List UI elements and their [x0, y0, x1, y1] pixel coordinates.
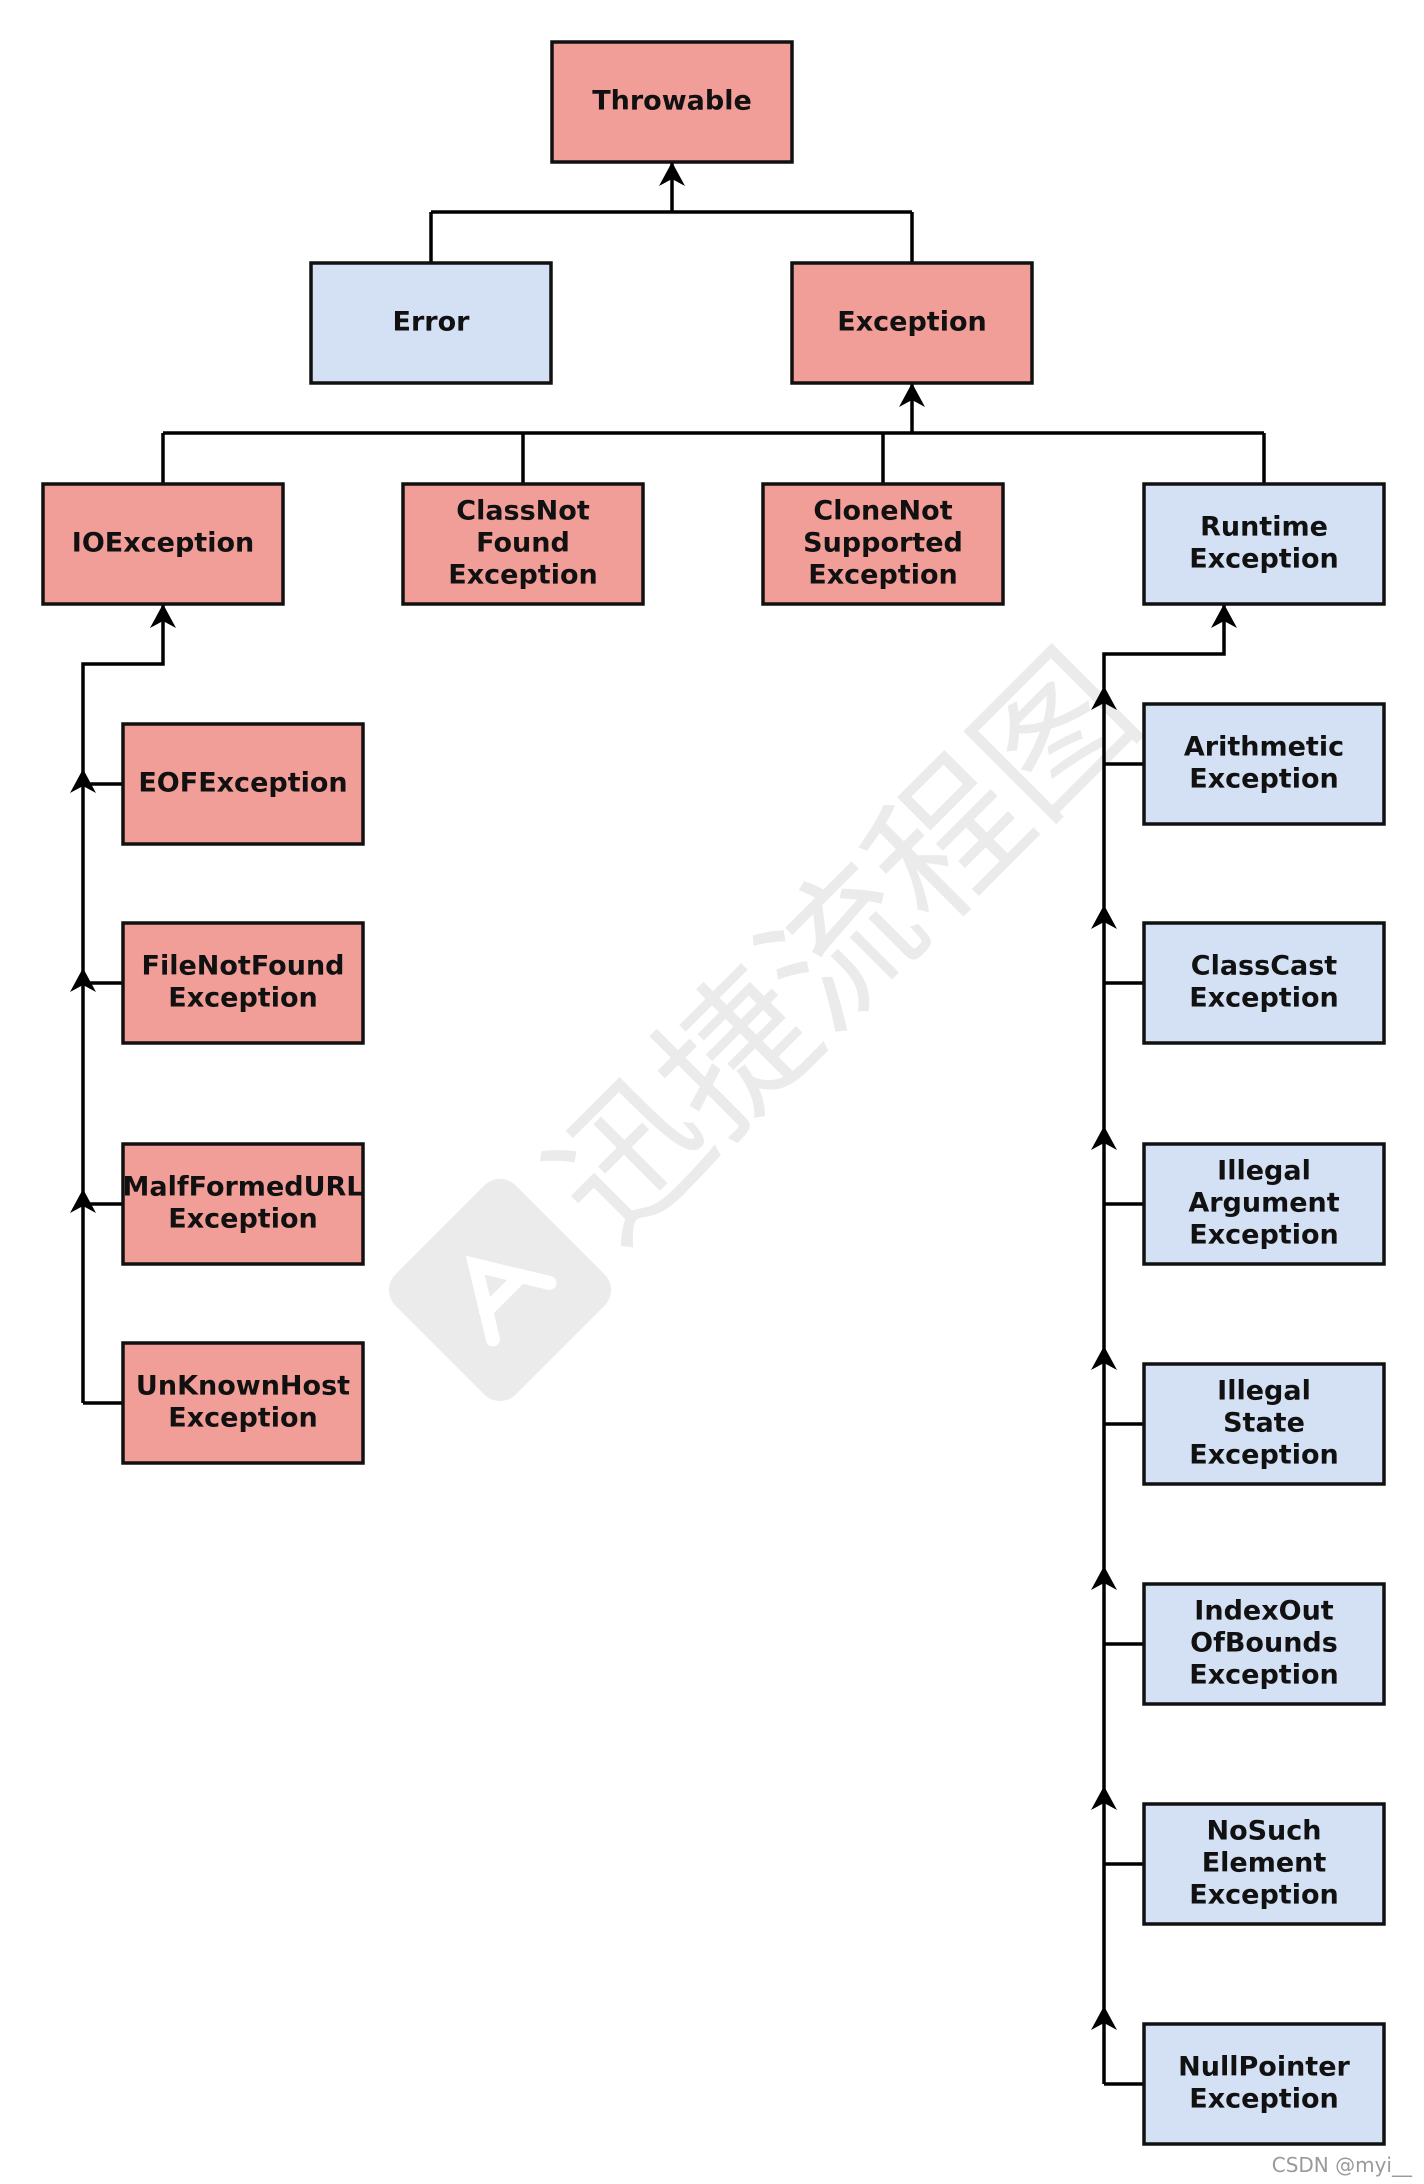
- node-label: Exception: [1189, 544, 1338, 575]
- node-box: [761, 482, 1005, 606]
- node-label: Supported: [803, 528, 963, 559]
- node-box: [1142, 1142, 1386, 1266]
- node-label: Exception: [1189, 983, 1338, 1014]
- node-box: [1142, 702, 1386, 826]
- node-error: Error: [309, 261, 553, 385]
- node-label: Exception: [837, 307, 986, 338]
- node-label: Argument: [1188, 1188, 1339, 1219]
- node-label: UnKnownHost: [136, 1371, 350, 1402]
- arrow-to-throwable: [659, 162, 685, 186]
- node-box: [309, 261, 553, 385]
- node-box: [41, 482, 285, 606]
- node-label: Throwable: [592, 86, 752, 117]
- node-label: IOException: [72, 528, 254, 559]
- node-label: FileNotFound: [142, 951, 345, 982]
- node-box: [121, 1341, 365, 1465]
- node-throwable: Throwable: [550, 40, 794, 164]
- footer-credit: CSDN @myi__: [1272, 2153, 1413, 2177]
- node-exception: Exception: [790, 261, 1034, 385]
- arrow-spine-illegalstate: [1091, 1346, 1117, 1370]
- node-label: OfBounds: [1190, 1628, 1338, 1659]
- node-label: EOFException: [138, 768, 347, 799]
- node-box: [550, 40, 794, 164]
- node-box: [790, 261, 1034, 385]
- node-box: [1142, 482, 1386, 606]
- node-label: Exception: [168, 983, 317, 1014]
- node-label: Exception: [168, 1403, 317, 1434]
- node-label: Arithmetic: [1184, 732, 1344, 763]
- node-eof: EOFException: [121, 722, 365, 846]
- node-label: ClassNot: [456, 496, 590, 527]
- arrow-spine-nosuchelement: [1091, 1786, 1117, 1810]
- connector-lines: [70, 162, 1266, 2086]
- node-box: [401, 482, 645, 606]
- arrow-spine-classcast: [1091, 905, 1117, 929]
- node-label: ClassCast: [1191, 951, 1338, 982]
- arrow-spine-eof: [70, 769, 96, 793]
- node-label: IndexOut: [1194, 1596, 1333, 1627]
- arrow-spine-filenotfound: [70, 968, 96, 992]
- node-label: State: [1223, 1408, 1305, 1439]
- watermark-group: 迅捷流程图: [388, 621, 1170, 1402]
- arrow-spine-indexoutofbounds: [1091, 1566, 1117, 1590]
- arrow-spine-arithmetic: [1091, 686, 1117, 710]
- node-label: Error: [393, 307, 471, 338]
- node-label: Exception: [1189, 1880, 1338, 1911]
- node-label: MalfFormedURL: [123, 1172, 364, 1203]
- arrow-spine-illegalargument: [1091, 1126, 1117, 1150]
- node-label: Exception: [448, 560, 597, 591]
- arrow-spine-nullpointer: [1091, 2006, 1117, 2030]
- node-label: Exception: [1189, 2084, 1338, 2115]
- node-label: Exception: [808, 560, 957, 591]
- node-label: Illegal: [1217, 1376, 1311, 1407]
- node-label: Illegal: [1217, 1156, 1311, 1187]
- watermark-logo-glyph-icon: [465, 1255, 557, 1347]
- arrow-to-exception: [899, 383, 925, 407]
- node-label: NullPointer: [1178, 2052, 1350, 2083]
- node-box: [121, 722, 365, 846]
- node-label: Exception: [168, 1204, 317, 1235]
- node-label: Exception: [1189, 1440, 1338, 1471]
- watermark: 迅捷流程图: [388, 621, 1170, 1402]
- node-box: [1142, 921, 1386, 1045]
- node-label: Runtime: [1200, 512, 1328, 543]
- arrow-to-ioexception: [150, 604, 176, 628]
- node-box: [1142, 1802, 1386, 1926]
- watermark-text: 迅捷流程图: [517, 621, 1170, 1274]
- node-label: CloneNot: [813, 496, 952, 527]
- node-label: Exception: [1189, 1220, 1338, 1251]
- node-box: [121, 1142, 365, 1266]
- node-label: NoSuch: [1206, 1816, 1321, 1847]
- node-label: Exception: [1189, 764, 1338, 795]
- spine-runtime: [1102, 604, 1226, 2084]
- node-label: Exception: [1189, 1660, 1338, 1691]
- node-label: Element: [1202, 1848, 1327, 1879]
- node-box: [121, 921, 365, 1045]
- arrow-to-runtime: [1211, 604, 1237, 628]
- node-ioexception: IOException: [41, 482, 285, 606]
- arrow-spine-malformedurl: [70, 1189, 96, 1213]
- node-box: [1142, 1582, 1386, 1706]
- node-label: Found: [476, 528, 570, 559]
- node-box: [1142, 1362, 1386, 1486]
- node-box: [1142, 2022, 1386, 2146]
- spine-ioexception: [81, 604, 165, 1403]
